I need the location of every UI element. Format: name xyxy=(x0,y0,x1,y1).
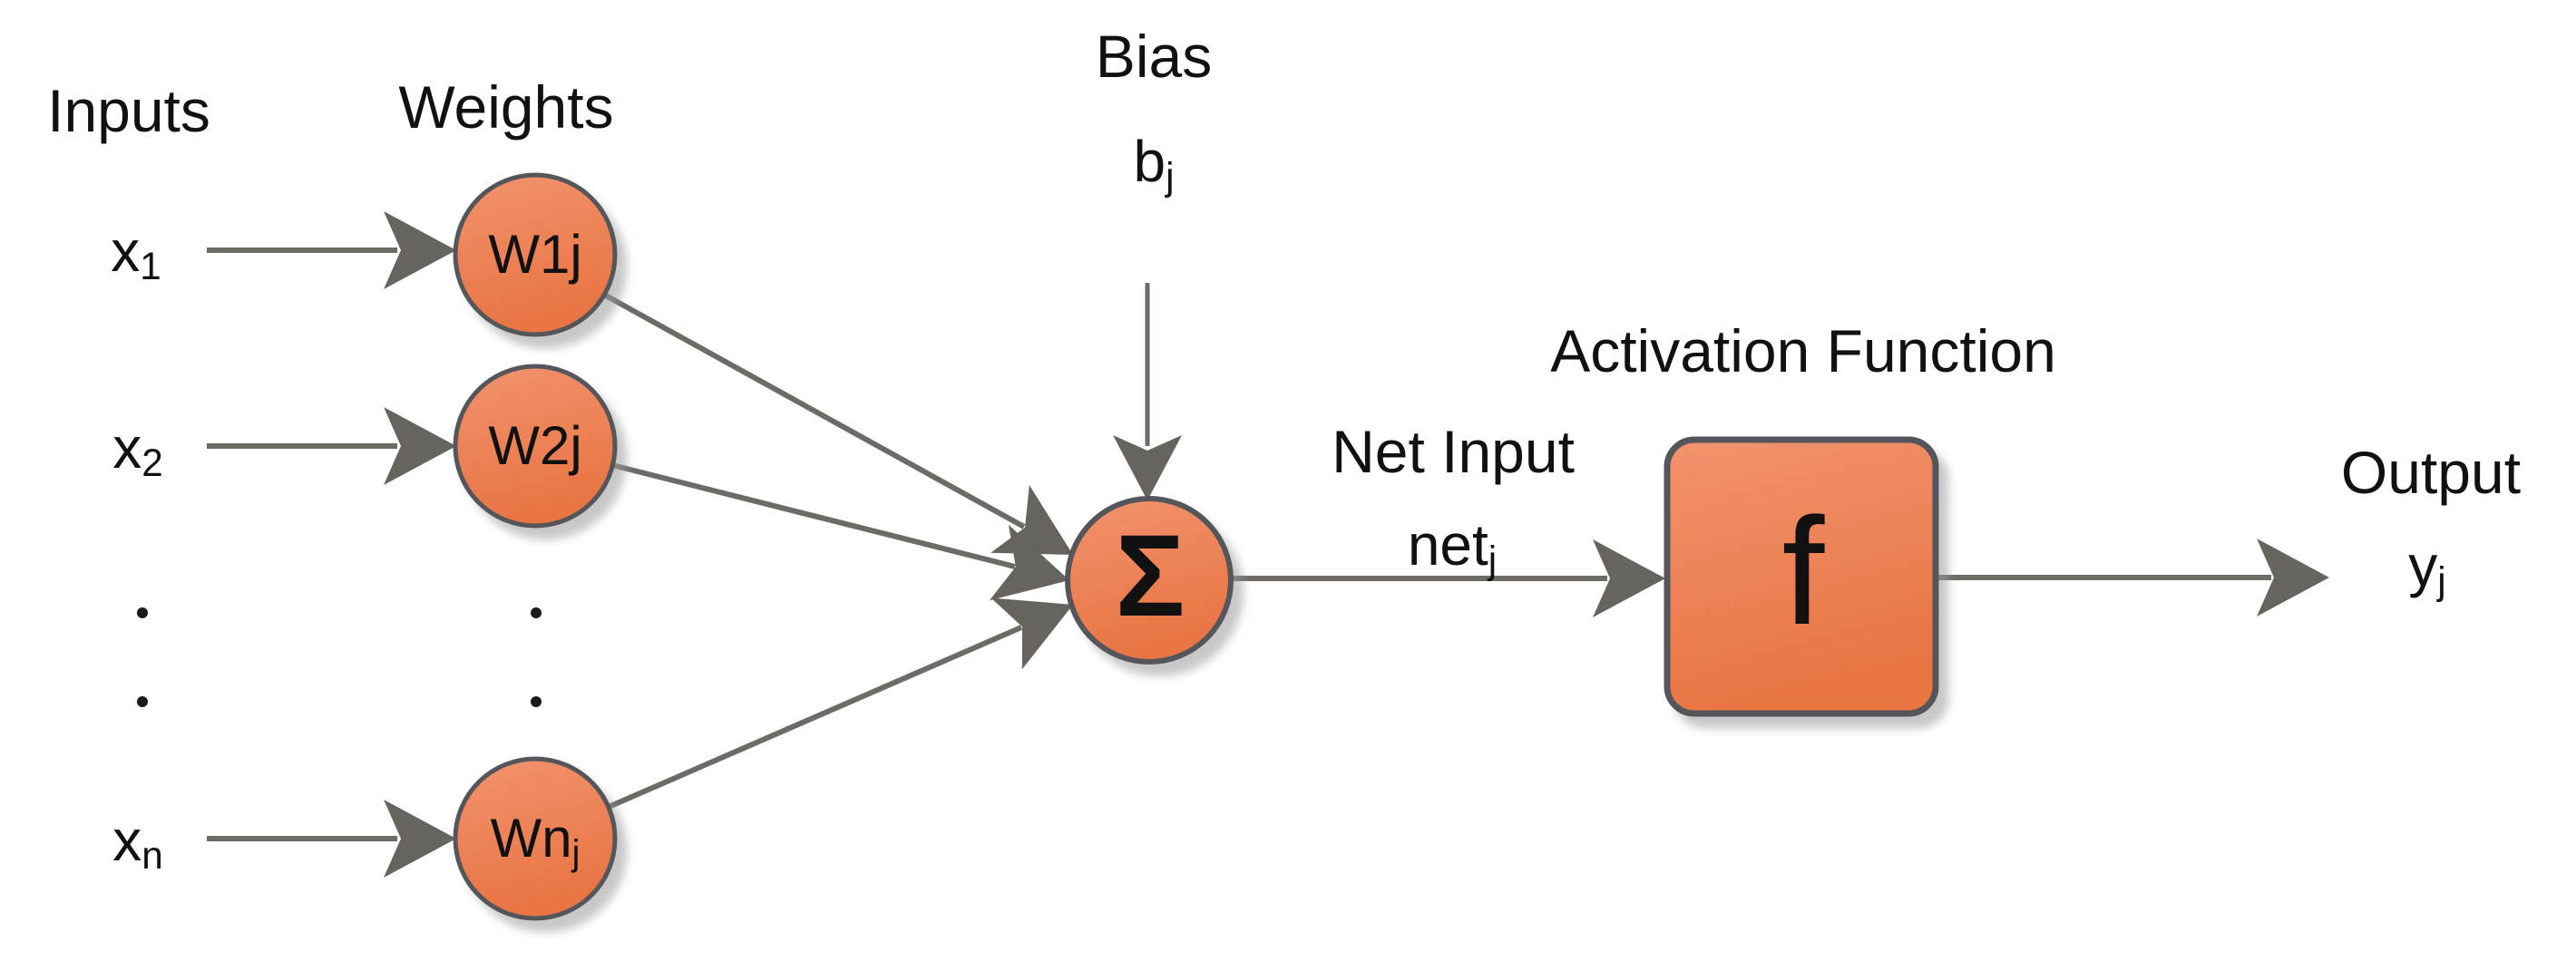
inputn-label: xn xyxy=(112,808,163,878)
weightn-arrowhead-icon xyxy=(990,597,1073,670)
net-input-symbol: netj xyxy=(1407,512,1498,582)
activation-function-box xyxy=(1664,436,1939,717)
input1-arrowhead-icon xyxy=(384,211,456,289)
input2-arrowhead-icon xyxy=(384,407,456,485)
nodes xyxy=(453,172,1939,921)
input1-label: x1 xyxy=(111,218,161,288)
ellipsis-dot xyxy=(531,607,542,618)
output-arrowhead-icon xyxy=(2257,539,2329,616)
summation-symbol: Σ xyxy=(1115,511,1186,641)
net-input-arrowhead-icon xyxy=(1593,539,1665,617)
weight1-arrowhead-icon xyxy=(990,485,1073,555)
weightn-to-sum-line xyxy=(607,625,1023,810)
weights-title: Weights xyxy=(398,73,614,141)
ellipsis-dot xyxy=(137,696,148,707)
input2-label: x2 xyxy=(112,415,163,485)
weight2-node-circle xyxy=(453,364,618,529)
ellipsis-dot xyxy=(531,696,542,707)
weight2-node-label: W2j xyxy=(488,415,582,476)
weightn-node-label: Wnj xyxy=(490,808,581,873)
bias-symbol: bj xyxy=(1133,129,1175,199)
net-input-title: Net Input xyxy=(1332,418,1575,485)
activation-function-title: Activation Function xyxy=(1550,317,2056,384)
inputn-arrowhead-icon xyxy=(384,800,456,878)
bias-title: Bias xyxy=(1095,23,1213,90)
output-symbol: yj xyxy=(2408,533,2446,603)
arrowheads xyxy=(384,211,2329,878)
weight2-arrowhead-icon xyxy=(989,524,1069,601)
activation-symbol: f xyxy=(1781,486,1825,656)
bias-arrowhead-icon xyxy=(1113,435,1182,500)
connector-lines xyxy=(207,248,2271,841)
output-title: Output xyxy=(2340,439,2522,506)
ellipsis-dot xyxy=(137,607,148,618)
summation-node-circle xyxy=(1065,496,1234,665)
weightn-node-circle xyxy=(453,756,618,921)
inputs-title: Inputs xyxy=(47,77,210,144)
weight1-to-sum-line xyxy=(602,292,1026,529)
weight1-node-label: W1j xyxy=(488,224,582,285)
weight2-to-sum-line xyxy=(611,462,1016,569)
weight1-node-circle xyxy=(453,172,618,337)
